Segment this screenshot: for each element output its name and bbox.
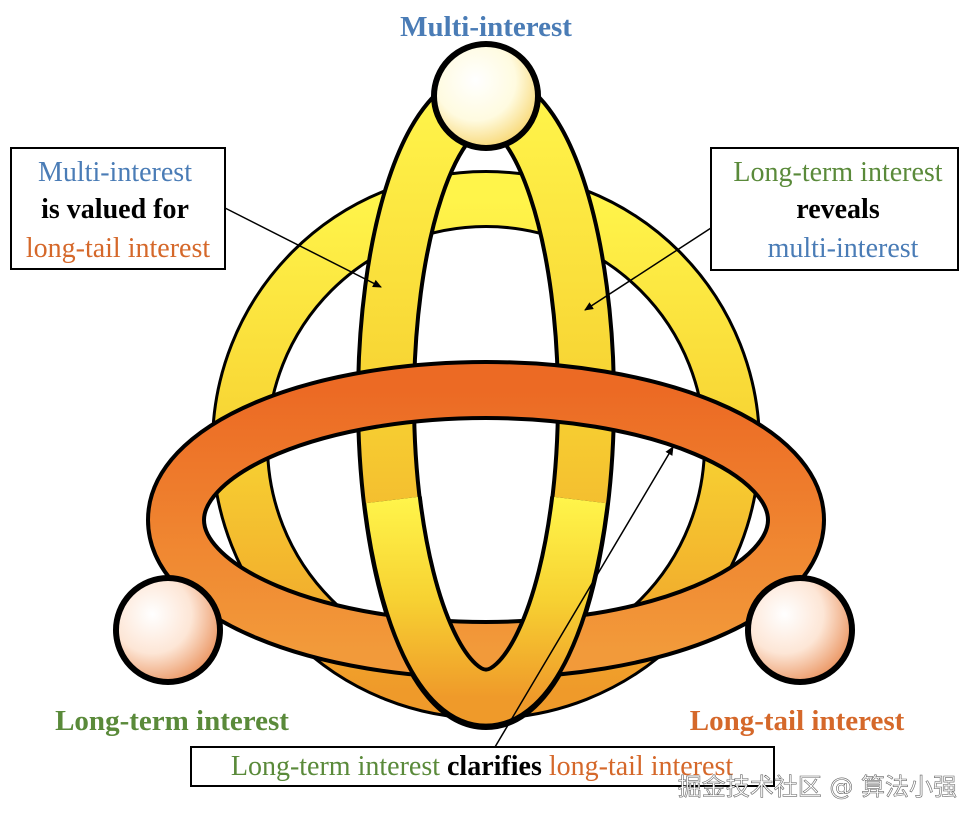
callout-right-line1: Long-term interest [733,157,942,188]
callout-right-line3: multi-interest [768,233,919,264]
callout-right-frame [710,147,959,271]
node-left-ball [113,575,223,685]
node-right-label: Long-tail interest [690,705,905,737]
callout-bottom-arrow [494,446,674,748]
callout-bottom: Long-term interest clarifies long-tail i… [190,746,775,787]
callout-bottom-frame [190,746,775,787]
callout-right: Long-term interest reveals multi-interes… [710,147,959,271]
callout-bottom-text: Long-term interest clarifies long-tail i… [231,751,734,782]
callout-left-arrow [224,207,382,288]
callout-left-line1: Multi-interest [38,157,192,188]
node-top-ball [431,41,541,151]
callout-left-frame [10,147,226,270]
node-left-label: Long-term interest [55,705,289,737]
watermark: 掘金技术社区 @ 算法小强 [678,773,957,801]
node-top-label: Multi-interest [400,11,572,43]
callout-bottom-part1: Long-term interest [231,751,440,782]
callout-right-line2: reveals [796,194,880,225]
callout-left-line3: long-tail interest [26,233,211,264]
node-right-ball [745,575,855,685]
callout-bottom-part3: long-tail interest [549,751,734,782]
vertical-loop-overlap [362,496,610,728]
horizontal-loop [146,360,826,680]
callout-left: Multi-interest is valued for long-tail i… [10,147,226,270]
callout-right-arrow [584,227,712,311]
callout-bottom-part2: clarifies [447,751,542,782]
callout-left-line2: is valued for [41,194,189,225]
